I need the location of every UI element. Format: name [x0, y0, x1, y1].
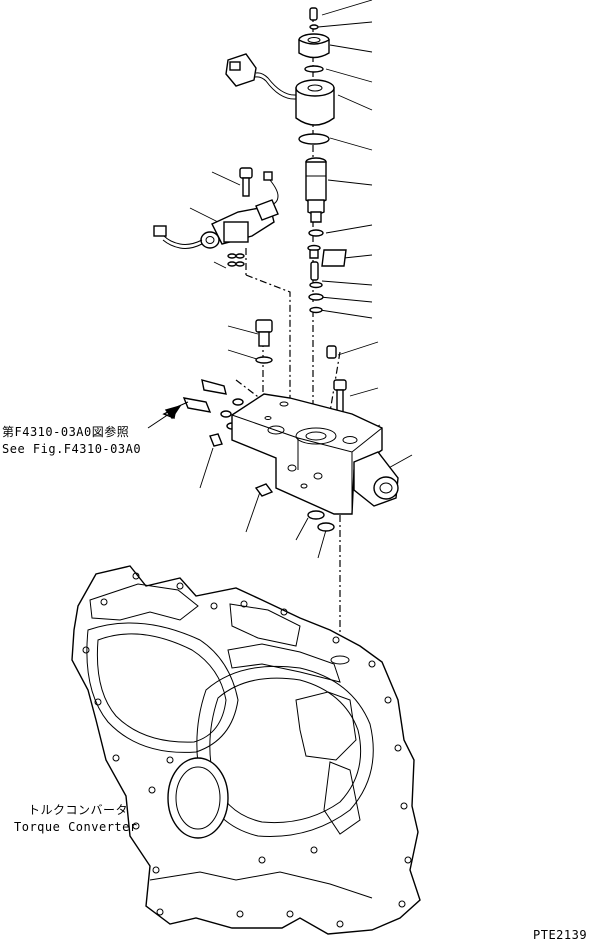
drawing-code: PTE2139	[533, 928, 588, 942]
torque-converter-label-jp: トルクコンバータ	[28, 803, 129, 817]
see-figure-label-en: See Fig.F4310-03A0	[2, 442, 142, 456]
torque-converter-housing	[71, 565, 421, 935]
lower-orings	[307, 510, 335, 532]
valve-body	[231, 393, 399, 515]
leader-lines	[189, 0, 413, 559]
torque-converter-label-en: Torque Converter	[14, 820, 138, 834]
reference-arrow-icon	[147, 404, 182, 429]
see-figure-label-jp: 第F4310-03A0図参照	[2, 425, 130, 439]
pressure-switch-group	[153, 167, 347, 413]
solenoid-stack	[225, 7, 347, 314]
